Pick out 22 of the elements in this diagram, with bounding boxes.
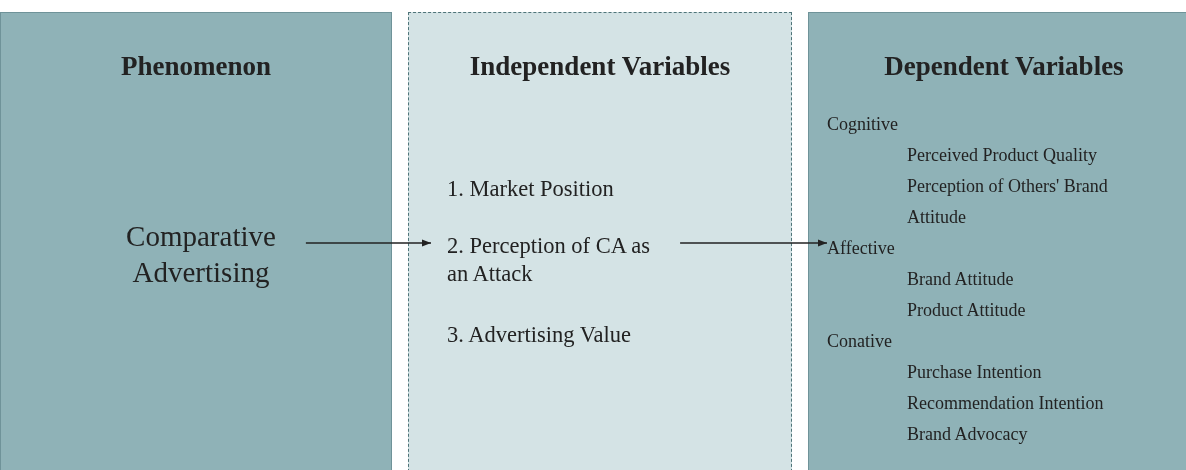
list-item: Perception of Others' Brand Attitude (907, 175, 1109, 229)
column-panel (808, 12, 1186, 470)
list-item: Recommendation Intention (907, 392, 1105, 415)
list-item: Brand Attitude (907, 268, 1015, 291)
column-panel (408, 12, 792, 470)
list-item: 2. Perception of CA as an Attack (447, 232, 652, 288)
list-item: Brand Advocacy (907, 423, 1029, 446)
column-panel (0, 12, 392, 470)
arrow (305, 239, 432, 247)
phenomenon-text: Comparative Advertising (125, 219, 277, 290)
arrow (679, 239, 828, 247)
column-heading: Independent Variables (468, 51, 732, 82)
column-heading: Phenomenon (120, 51, 272, 82)
list-item: Purchase Intention (907, 361, 1043, 384)
category-label: Affective (827, 237, 896, 260)
category-label: Conative (827, 330, 893, 353)
list-item: Product Attitude (907, 299, 1027, 322)
list-item: 3. Advertising Value (447, 321, 632, 349)
list-item: Perceived Product Quality (907, 144, 1098, 167)
column-heading: Dependent Variables (883, 51, 1125, 82)
list-item: 1. Market Position (447, 175, 615, 203)
category-label: Cognitive (827, 113, 899, 136)
